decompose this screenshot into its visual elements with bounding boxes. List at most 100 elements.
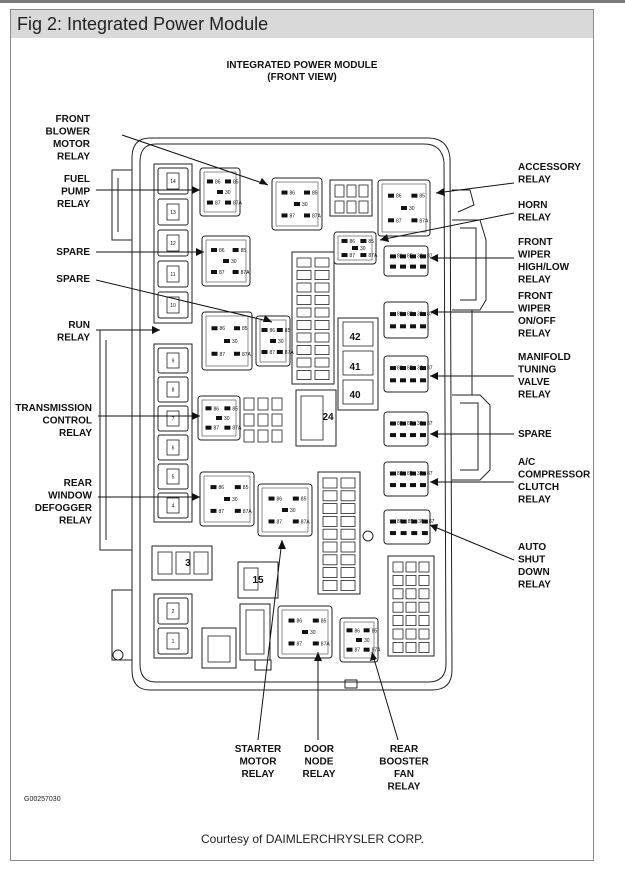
label-front-wiper-high-low-relay: RELAY xyxy=(518,275,551,286)
fuse-block-cell xyxy=(405,561,417,573)
fuse-block-cell xyxy=(418,575,430,586)
fuse-block-cell xyxy=(358,184,369,198)
fuse-block-cell xyxy=(340,503,356,515)
relay-pin-label: 85 xyxy=(407,312,413,318)
label-front-blower-motor-relay: FRONT xyxy=(56,114,90,125)
left-labels: FRONTBLOWERMOTORRELAYFUELPUMPRELAYSPARES… xyxy=(15,114,92,527)
mini-fuse xyxy=(271,397,283,411)
figure-title: Fig 2: Integrated Power Module xyxy=(17,14,269,34)
fuse-block-cell xyxy=(322,516,338,527)
relay-pin-label: 87 xyxy=(214,426,220,432)
label-front-blower-motor-relay: BLOWER xyxy=(46,127,91,138)
relay-pin-label: 85 xyxy=(312,191,318,197)
fuse-block-cell xyxy=(314,282,330,293)
label-accessory-relay: ACCESSORY xyxy=(518,162,581,173)
fuse-block-cell xyxy=(392,575,404,586)
fuse-block-cell xyxy=(418,642,430,653)
label-manifold-tuning-valve-relay: RELAY xyxy=(518,390,551,401)
fuse-block-cell xyxy=(296,332,312,343)
relay-pin-label: 30 xyxy=(232,497,238,503)
fuse-cell: 9 xyxy=(157,347,189,374)
label-auto-shut-down-relay: AUTO xyxy=(518,542,546,553)
fuse-block-cell xyxy=(296,370,312,380)
fuse-block-cell xyxy=(314,257,330,268)
fuse-cell: 11 xyxy=(157,260,189,288)
label-rear-window-defogger-relay: DEFOGGER xyxy=(35,503,93,514)
relay-pin-label: 87 xyxy=(219,270,225,276)
fuse-block-cell xyxy=(392,588,404,600)
fuse-cell: 1 xyxy=(157,627,189,655)
label-starter-motor-relay: RELAY xyxy=(242,769,275,780)
label-front-blower-motor-relay: MOTOR xyxy=(53,139,91,150)
fuse-block-cell xyxy=(340,541,356,553)
relay-pin-label: 86 xyxy=(397,312,403,318)
label-run-relay: RELAY xyxy=(57,333,90,344)
fuse-block-cell xyxy=(296,307,312,318)
fuse-block-cell xyxy=(405,642,417,653)
fuse-block-cell xyxy=(314,270,330,280)
relay-pin-label: 30 xyxy=(225,190,231,196)
label-front-blower-motor-relay: RELAY xyxy=(57,152,90,163)
fuse-cell: 6 xyxy=(157,434,189,461)
fuse-number-15: 15 xyxy=(252,575,264,586)
relay-pin-label: 87A xyxy=(368,253,378,259)
label-manifold-tuning-valve-relay: MANIFOLD xyxy=(518,352,571,363)
fuse-block-cell xyxy=(322,554,338,566)
mini-fuse xyxy=(257,397,269,411)
fuse-block-cell xyxy=(392,642,404,653)
figure-frame xyxy=(10,9,594,861)
relay-pin-label: 86 xyxy=(396,194,402,200)
label-spare-1: SPARE xyxy=(56,247,90,258)
fuse-number: 7 xyxy=(172,417,175,423)
relay-pin-label: 85 xyxy=(285,328,291,334)
relay-pin-label: 30 xyxy=(417,366,423,372)
label-door-node-relay: DOOR xyxy=(304,744,335,755)
fuse-block-cell xyxy=(340,528,356,540)
fuse-block-cell xyxy=(245,609,265,655)
label-front-wiper-high-low-relay: WIPER xyxy=(518,250,552,261)
mini-fuse xyxy=(243,397,255,411)
relay-pin-label: 87A xyxy=(233,201,243,207)
block-number-24: 24 xyxy=(322,412,334,423)
block-number-42: 42 xyxy=(349,332,361,343)
fuse-block-cell xyxy=(296,295,312,305)
relay-pin-label: 87 xyxy=(297,641,303,647)
label-fuel-pump-relay: RELAY xyxy=(57,199,90,210)
fuse-block-cell xyxy=(418,561,430,573)
fuse-block-cell xyxy=(342,321,374,347)
label-horn-relay: RELAY xyxy=(518,213,551,224)
label-ac-compressor-clutch-relay: CLUTCH xyxy=(518,482,559,493)
fuse-cell: 14 xyxy=(157,167,189,195)
leader-arrows xyxy=(152,178,445,661)
fuse-block-cell xyxy=(405,601,417,613)
relay-pin-label: 30 xyxy=(364,638,370,644)
relay-pin-label: 87 xyxy=(427,253,433,259)
diagram-heading-1: INTEGRATED POWER MODULE xyxy=(227,60,378,71)
fuse-block-cell xyxy=(358,200,369,214)
fuse-block-cell xyxy=(392,615,404,626)
fuse-block-cell xyxy=(193,551,209,575)
relay-pin-label: 86 xyxy=(215,179,221,185)
relay-pin-label: 86 xyxy=(355,628,361,634)
label-starter-motor-relay: STARTER xyxy=(235,744,282,755)
relay-pin-label: 85 xyxy=(407,421,413,427)
label-rear-booster-fan-relay: REAR xyxy=(390,744,419,755)
label-transmission-control-relay: TRANSMISSION xyxy=(15,403,92,414)
relay-pin-label: 86 xyxy=(220,326,226,332)
fuse-column-bottom: 21 xyxy=(153,593,193,659)
fuse-block-cell xyxy=(314,320,330,330)
fuse-block-cell xyxy=(342,379,374,405)
fuse-block-cell xyxy=(346,184,357,198)
fuse-number: 14 xyxy=(170,179,176,185)
fuse-block-cell xyxy=(340,490,356,502)
fuse-block-cell xyxy=(314,370,330,380)
relay-pin-label: 85 xyxy=(419,194,425,200)
fuse-block-cell xyxy=(392,628,404,640)
